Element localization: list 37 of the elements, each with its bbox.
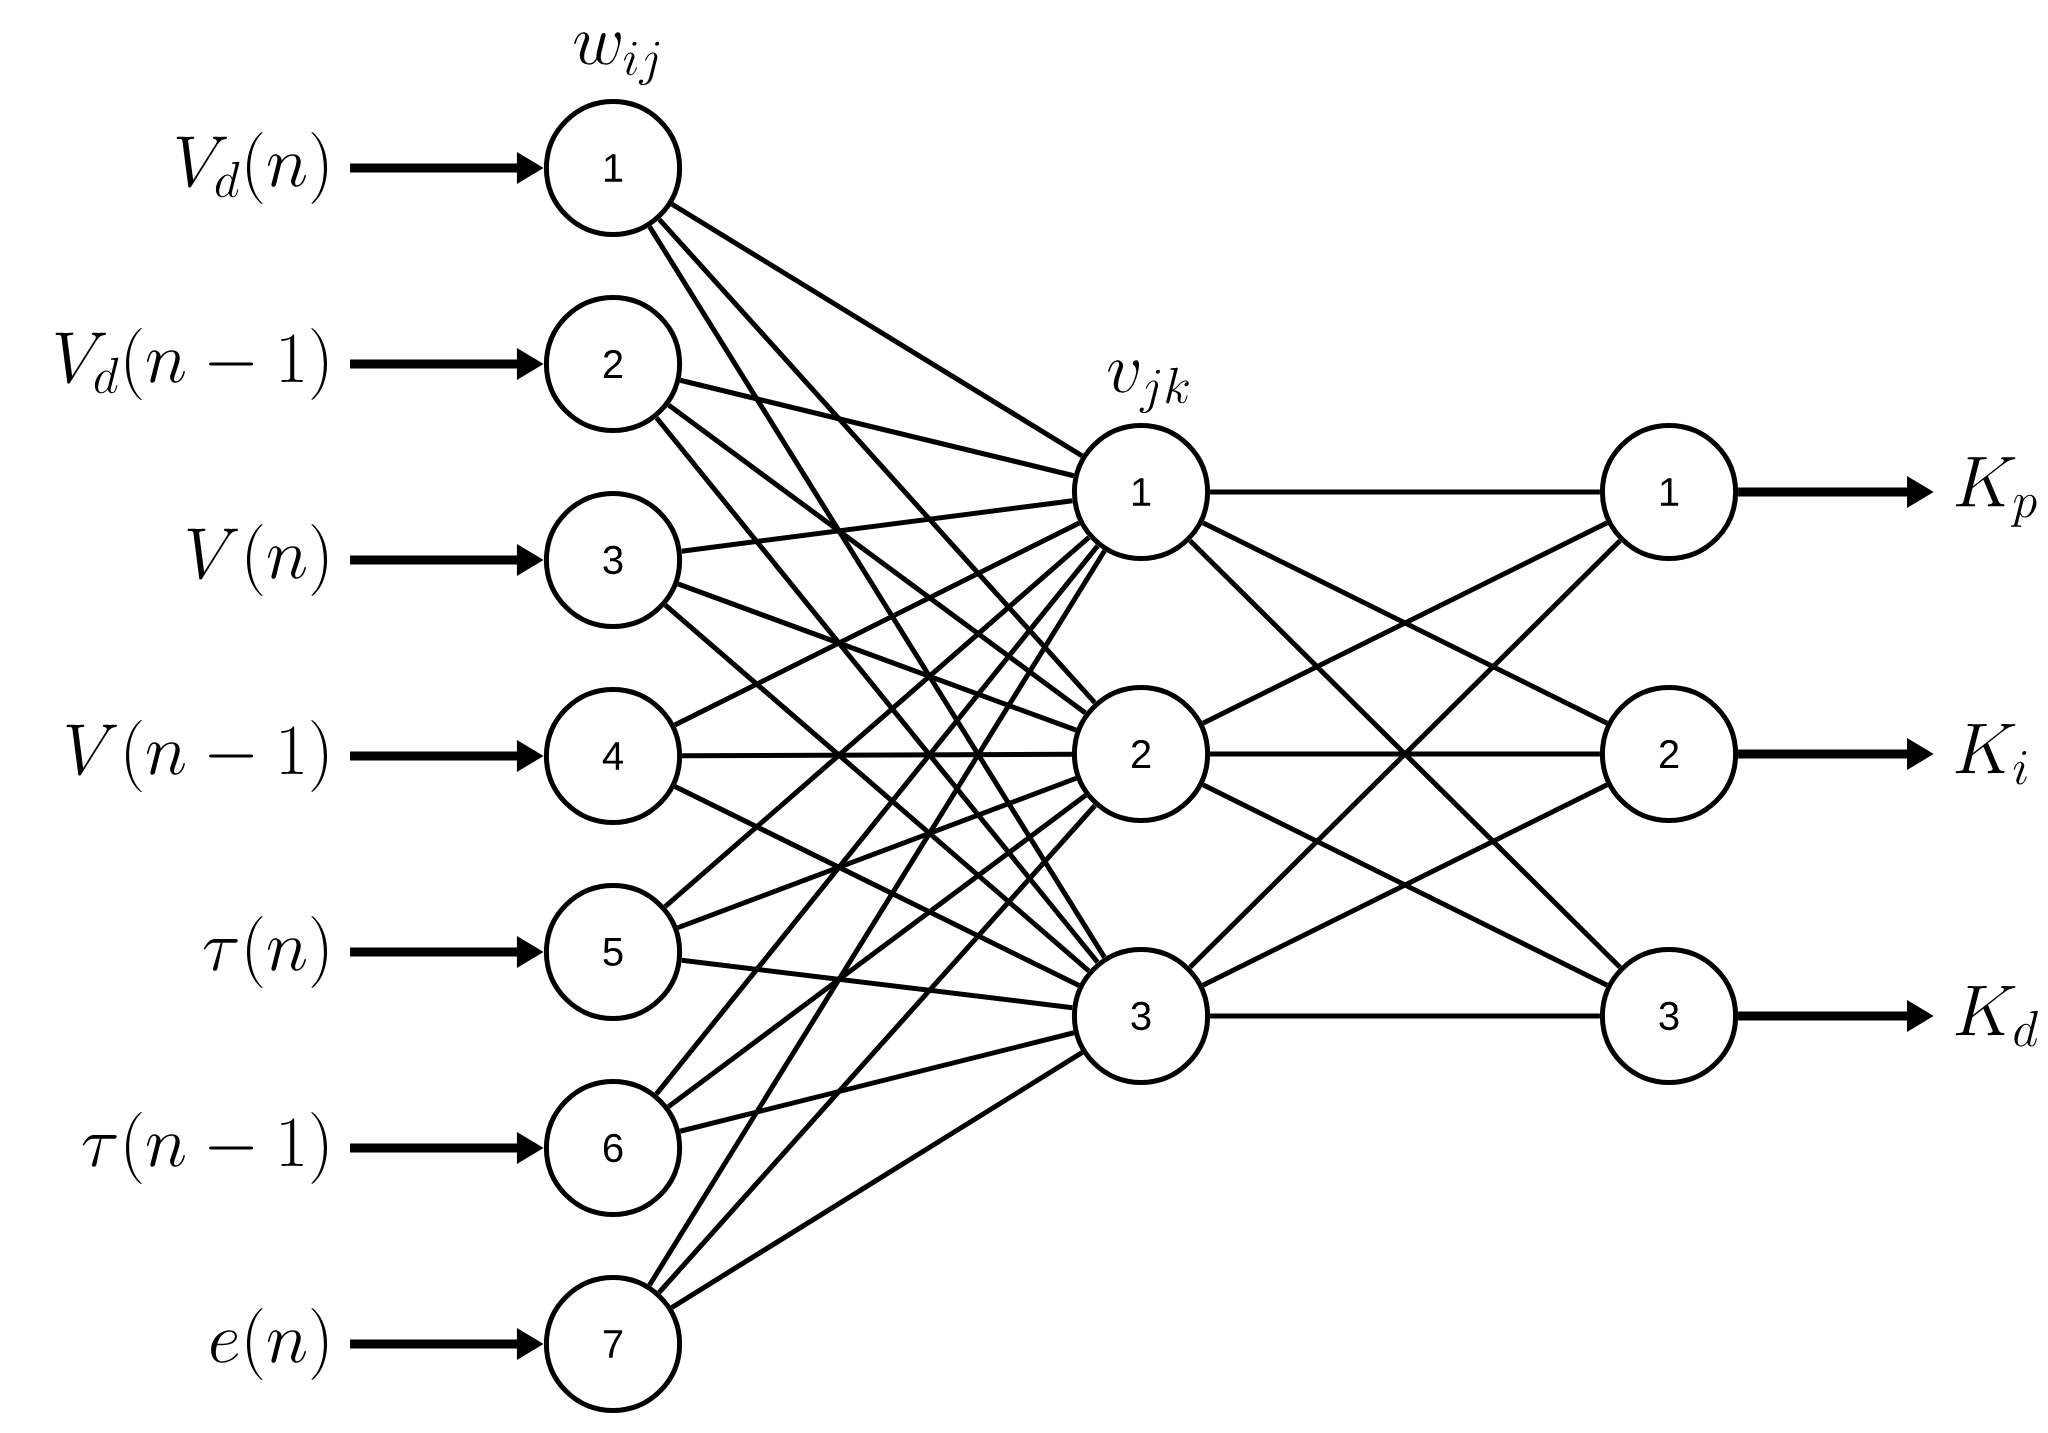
connection-line — [663, 535, 1091, 909]
crossed-lines — [1201, 782, 1609, 988]
variable-label: $V(n-1)$ — [66, 720, 327, 792]
variable-label: $V(n)$ — [187, 524, 328, 596]
connection-line — [647, 549, 1107, 1287]
connection-line — [682, 751, 1072, 759]
connection-line — [657, 803, 1097, 1295]
connection-line — [666, 793, 1088, 1109]
crossed-lines — [1188, 538, 1622, 970]
connection-line — [679, 377, 1075, 479]
connection-line — [667, 403, 1087, 715]
connection-line — [670, 1050, 1084, 1310]
connection-line — [1210, 751, 1600, 757]
variable-label: $\tau(n-1)$ — [82, 1112, 327, 1184]
variable-label: $V_d(n)$ — [176, 132, 328, 204]
connection-line — [676, 775, 1078, 931]
variable-label: $e(n)$ — [211, 1308, 328, 1380]
output-label: $K_i$ — [1955, 724, 2027, 785]
output-label: $K_d$ — [1955, 986, 2038, 1047]
connection-line — [673, 520, 1081, 728]
connection-line — [1210, 1013, 1600, 1019]
connection-line — [657, 217, 1097, 705]
connection-line — [677, 581, 1078, 733]
connection-line — [663, 603, 1091, 973]
variable-label: $\tau(n)$ — [203, 916, 328, 988]
connection-line — [654, 416, 1100, 964]
connection-line — [647, 225, 1107, 959]
connection-line — [654, 544, 1100, 1096]
connection-line — [670, 202, 1084, 458]
variable-label: $V_d(n-1)$ — [55, 328, 327, 400]
output-label: $K_p$ — [1955, 457, 2037, 527]
crossed-lines — [1201, 520, 1609, 726]
connection-line — [679, 1030, 1075, 1134]
connection-line — [1210, 489, 1600, 495]
connection-line — [681, 498, 1073, 554]
connection-line — [681, 957, 1073, 1011]
connection-line — [673, 784, 1081, 988]
